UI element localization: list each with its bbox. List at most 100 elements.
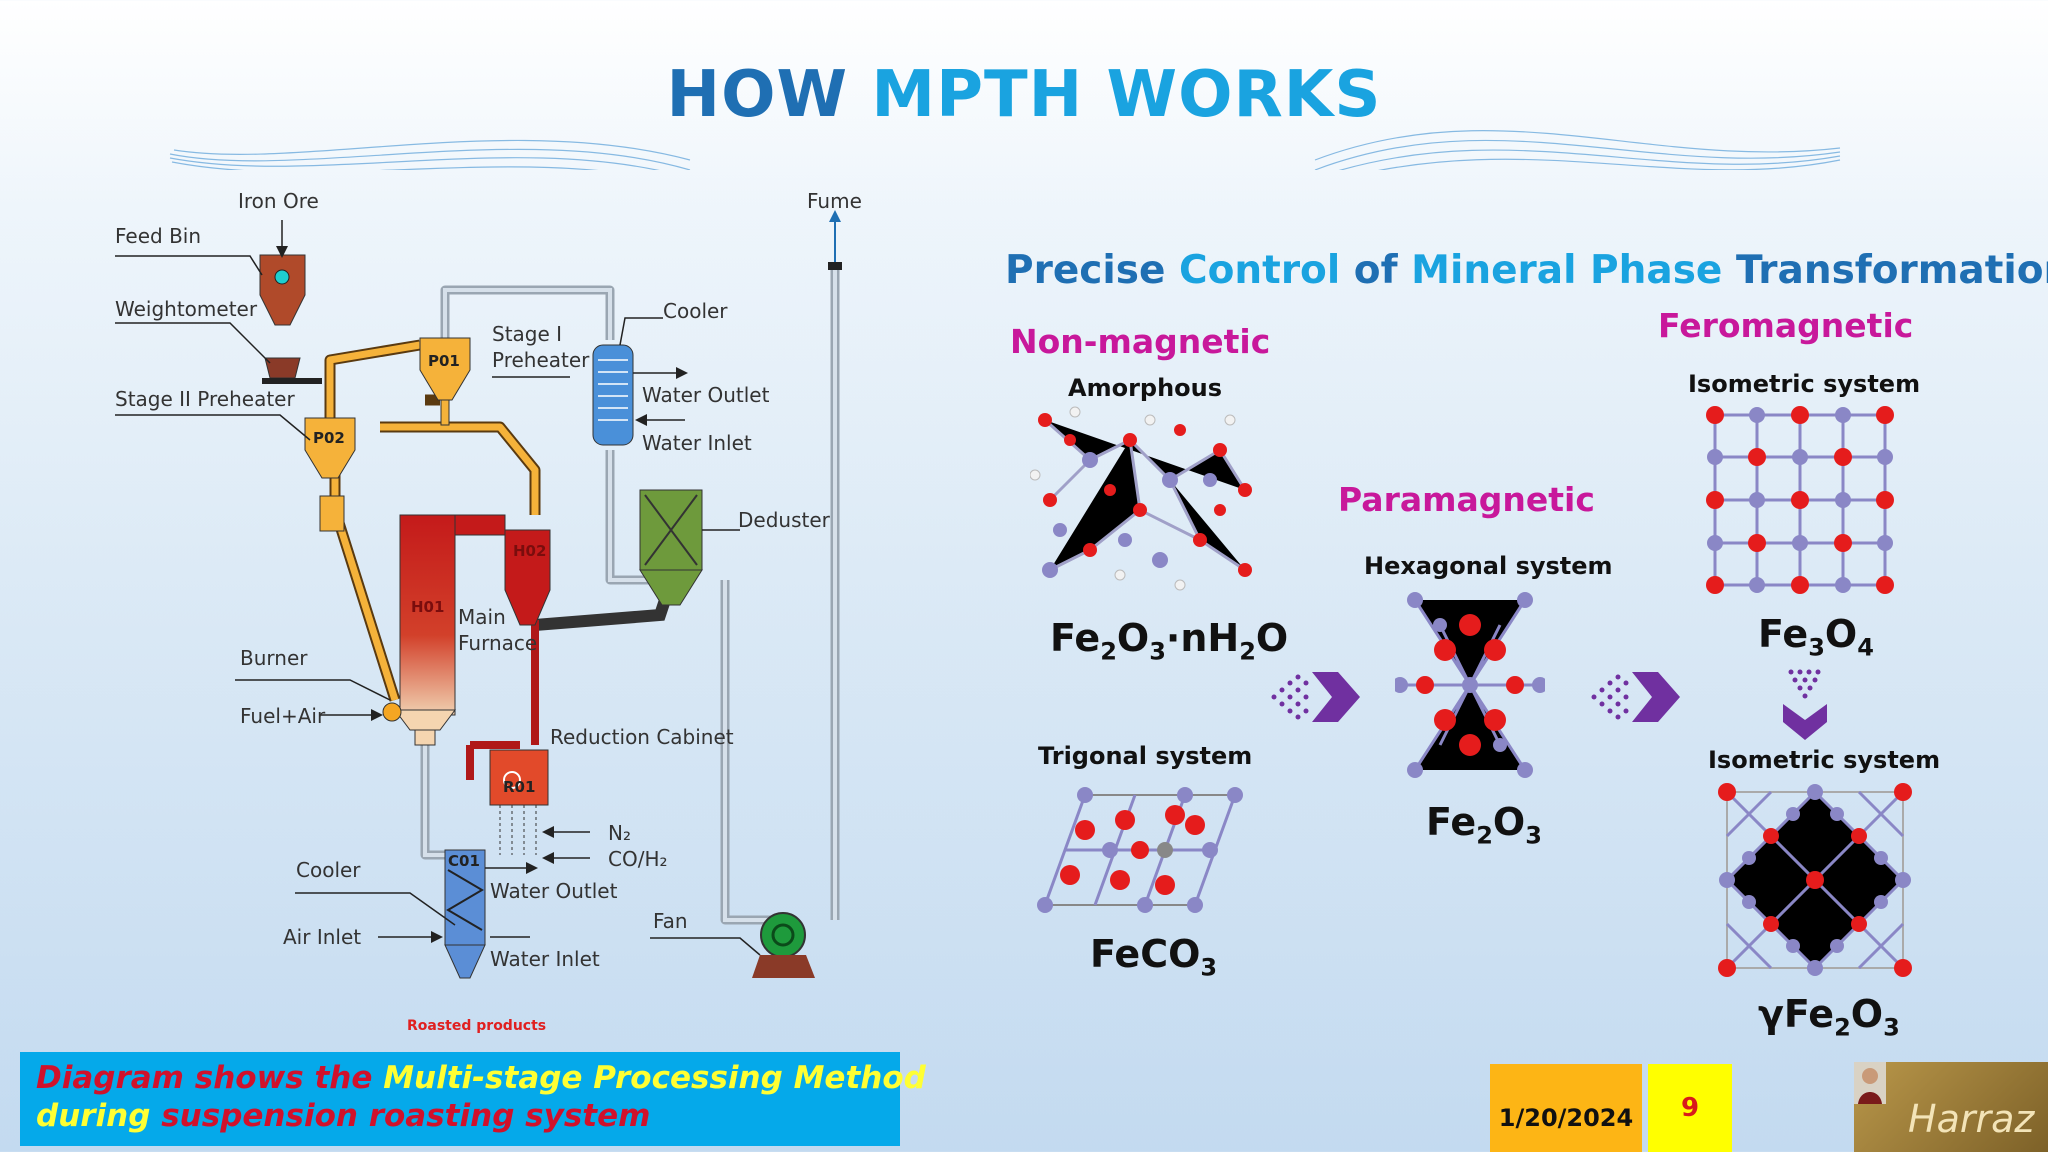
f3-a: Fe: [1426, 800, 1477, 844]
logo-art: Harraz: [1854, 1062, 2035, 1141]
pipe-deduster-fan: [720, 580, 780, 925]
label-main-furnace-2: Furnace: [458, 631, 537, 655]
f1-f: 2: [1239, 637, 1256, 666]
label-burner: Burner: [240, 646, 308, 670]
unit-p02: P02: [313, 429, 345, 447]
f2-b: 3: [1200, 953, 1218, 982]
arrow-right-1: [1271, 672, 1360, 722]
preheater-p01: [419, 337, 471, 401]
f2-a: FeCO: [1090, 932, 1201, 976]
f3-b: 2: [1476, 821, 1493, 850]
f1-b: 2: [1100, 637, 1117, 666]
page-title: HOW MPTH WORKS: [0, 58, 2048, 132]
label-isometric-bottom: Isometric system: [1708, 746, 1941, 774]
f1-e: ·nH: [1165, 616, 1240, 660]
label-weightometer: Weightometer: [115, 297, 258, 321]
f4-c: O: [1824, 612, 1858, 656]
label-trigonal: Trigonal system: [1038, 742, 1253, 770]
label-fan: Fan: [653, 909, 688, 933]
heading-word-of: of: [1353, 248, 1398, 293]
unit-p01: P01: [428, 352, 460, 370]
label-isometric-top: Isometric system: [1688, 370, 1921, 398]
label-water-outlet-top: Water Outlet: [642, 383, 770, 407]
slide-number: 9: [1648, 1064, 1732, 1152]
heading-word-mineral: Mineral: [1411, 248, 1577, 293]
caption-part-1: Diagram shows the: [36, 1060, 384, 1096]
crystal-isometric-bottom: [1718, 783, 1912, 977]
title-wave-decoration: [169, 130, 1841, 170]
caption-part-3: during: [36, 1098, 151, 1134]
caption-box: Diagram shows the Multi-stage Processing…: [20, 1052, 926, 1146]
label-amorphous: Amorphous: [1068, 374, 1223, 402]
f3-c: O: [1492, 800, 1526, 844]
unit-c01: C01: [448, 852, 480, 870]
label-stage1-preheater-1: Stage I: [492, 322, 562, 346]
crystal-amorphous: [1030, 406, 1252, 591]
label-stage2-preheater: Stage II Preheater: [115, 387, 295, 411]
preheater-p02: [304, 417, 356, 479]
unit-h02: H02: [513, 542, 546, 560]
caption-line-2: during suspension roasting system: [36, 1098, 650, 1134]
logo-text: Harraz: [1908, 1097, 2035, 1141]
label-air-inlet: Air Inlet: [283, 925, 361, 949]
feed-bin: [259, 254, 306, 326]
label-main-furnace-1: Main: [458, 605, 506, 629]
heading-word-phase: Phase: [1590, 248, 1723, 293]
phase-heading: Precise Control of Mineral Phase Transfo…: [1005, 248, 2048, 293]
heading-word-control: Control: [1179, 248, 1341, 293]
arrow-down: [1783, 669, 1827, 740]
label-deduster: Deduster: [738, 508, 831, 532]
formula-feco3: FeCO3: [1090, 932, 1217, 982]
cooler-c01: [444, 849, 486, 946]
label-paramagnetic: Paramagnetic: [1338, 480, 1595, 519]
label-hexagonal: Hexagonal system: [1364, 552, 1613, 580]
formula-gamma-fe2o3: γFe2O3: [1758, 992, 1900, 1042]
label-roasted-products: Roasted products: [407, 1018, 546, 1034]
label-co-h2: CO/H₂: [608, 847, 668, 871]
crystal-isometric-top: [1706, 406, 1894, 594]
f5-d: 3: [1883, 1013, 1900, 1042]
process-flow-diagram: P01 P02 H01 H02 C01 R01 Iron Ore Feed Bi…: [115, 189, 862, 1034]
title-part-1: HOW: [666, 58, 849, 132]
unit-r01: R01: [503, 778, 535, 796]
pipe-c01: [420, 730, 455, 860]
label-fume: Fume: [807, 189, 862, 213]
slide-date: 1/20/2024: [1490, 1064, 1642, 1152]
unit-h01: H01: [411, 598, 444, 616]
f1-d: 3: [1149, 637, 1166, 666]
f1-g: O: [1255, 616, 1289, 660]
f1-a: Fe: [1050, 616, 1101, 660]
caption-part-4: suspension roasting system: [150, 1098, 651, 1134]
fan: [760, 912, 806, 958]
label-feed-bin: Feed Bin: [115, 224, 201, 248]
f5-b: 2: [1834, 1013, 1851, 1042]
label-cooler-top: Cooler: [663, 299, 728, 323]
label-water-inlet-bottom: Water Inlet: [490, 947, 600, 971]
harraz-logo: Harraz: [1854, 1062, 2048, 1152]
label-reduction-cabinet: Reduction Cabinet: [550, 725, 734, 749]
label-water-outlet-bottom: Water Outlet: [490, 879, 618, 903]
formula-fe3o4: Fe3O4: [1758, 612, 1874, 662]
label-water-inlet-top: Water Inlet: [642, 431, 752, 455]
formula-fe2o3: Fe2O3: [1426, 800, 1542, 850]
heading-word-precise: Precise: [1005, 248, 1166, 293]
label-feromagnetic: Feromagnetic: [1658, 306, 1914, 345]
f3-d: 3: [1525, 821, 1542, 850]
label-stage1-preheater-2: Preheater: [492, 348, 590, 372]
weightometer: [264, 357, 301, 379]
heading-word-transformation: Transformation: [1735, 248, 2048, 293]
f4-a: Fe: [1758, 612, 1809, 656]
furnace-h02: [504, 529, 551, 626]
crystal-trigonal: [1037, 787, 1243, 913]
f4-d: 4: [1857, 633, 1874, 662]
label-iron-ore: Iron Ore: [238, 189, 319, 213]
formula-fe2o3-nh2o: Fe2O3·nH2O: [1050, 616, 1288, 666]
f1-c: O: [1116, 616, 1150, 660]
label-fuel-air: Fuel+Air: [240, 704, 326, 728]
f4-b: 3: [1808, 633, 1825, 662]
label-n2: N₂: [608, 821, 631, 845]
caption-part-2: Multi-stage Processing Method: [383, 1060, 926, 1096]
f5-a: γFe: [1758, 992, 1835, 1036]
label-non-magnetic: Non-magnetic: [1010, 322, 1271, 361]
arrow-right-2: [1591, 672, 1680, 722]
